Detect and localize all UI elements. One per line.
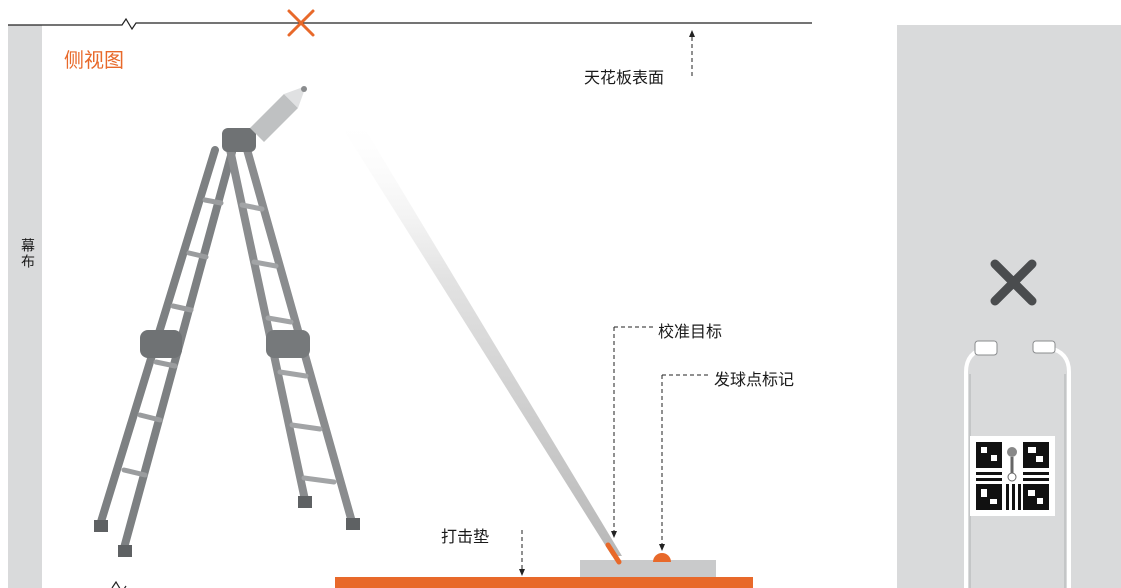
fiducial-marker [970,436,1055,516]
projector-icon [250,86,307,142]
calibration-target-stick [605,542,622,565]
mat-base [580,560,716,577]
screen-wall [8,25,42,588]
front-view-ladder [964,340,1071,588]
tee-marker [653,553,671,562]
ceiling-label: 天花板表面 [584,68,665,87]
tee-marker-leader [659,374,710,551]
front-view-x-icon [990,259,1037,306]
screen-label: 幕布 [19,238,35,270]
ceiling-dimension-arrow [689,30,695,76]
hitting-mat-arrow [519,530,525,576]
floor-break-mark [111,580,127,588]
ceiling-line [8,17,812,31]
view-title: 侧视图 [64,48,124,72]
hitting-mat [335,577,753,588]
tee-marker-label: 发球点标记 [714,370,795,389]
calibration-target-label: 校准目标 [658,322,723,341]
projector-beam [340,124,622,556]
ceiling-x-icon [287,9,315,37]
calibration-target-leader [611,326,655,538]
hitting-mat-label: 打击垫 [441,527,490,546]
ladder-illustration [94,128,360,557]
